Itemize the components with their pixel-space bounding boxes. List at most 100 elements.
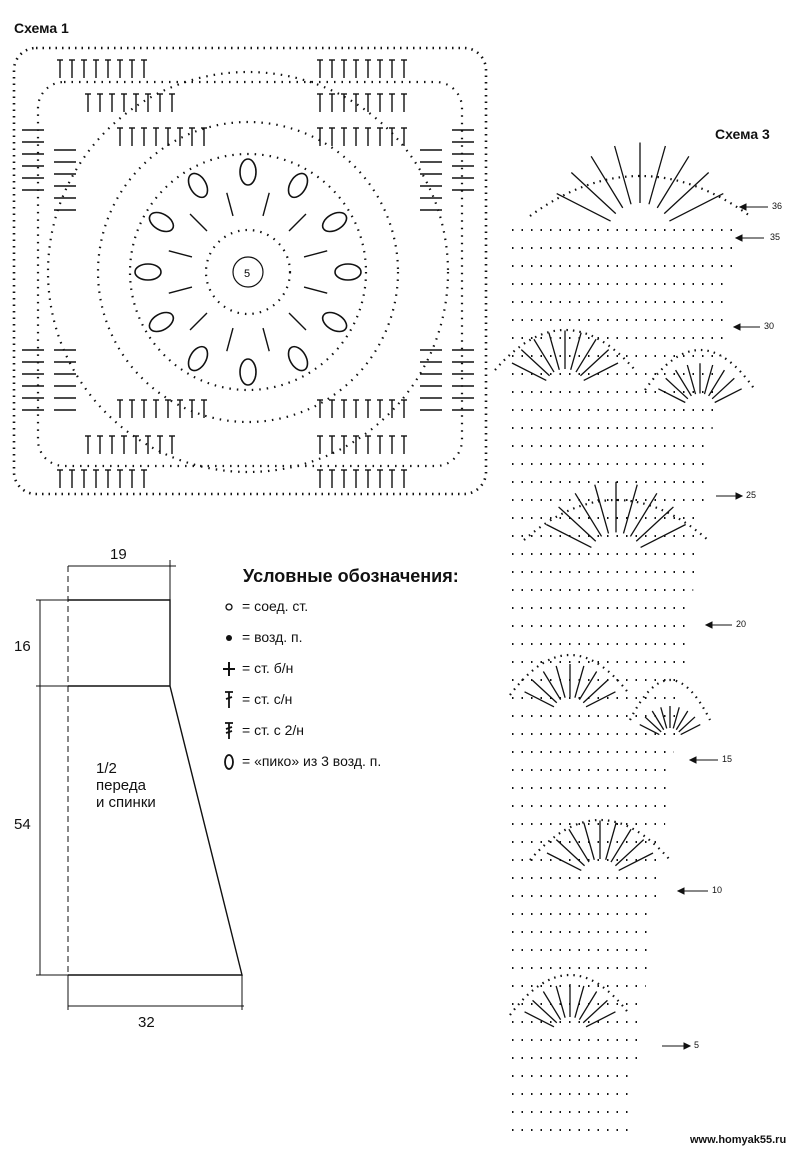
legend-text: = ст. с/н — [242, 691, 293, 707]
stitch-mark — [532, 999, 558, 1024]
stitch-mark — [703, 364, 714, 395]
stitch-mark — [672, 707, 680, 729]
stitch-mark — [288, 213, 307, 232]
picot-icon — [239, 158, 257, 186]
stitch-mark — [605, 822, 617, 860]
legend-item: = ст. б/н — [222, 659, 293, 677]
picot-icon — [321, 311, 348, 333]
dim-width-bottom: 32 — [138, 1014, 155, 1031]
legend-text: = ст. с 2/н — [242, 722, 305, 738]
stitch-mark — [533, 338, 555, 373]
stitch-mark — [542, 671, 562, 700]
legend-text: = «пико» из 3 возд. п. — [242, 753, 382, 769]
stitch-mark — [660, 707, 668, 729]
stitch-mark — [511, 362, 547, 382]
row-arrows — [662, 203, 768, 1050]
treble-crochet-icon — [225, 722, 233, 739]
stitch-mark — [226, 192, 234, 217]
stitch-mark — [644, 716, 662, 733]
stitch-mark — [303, 286, 328, 294]
stitch-mark — [574, 665, 585, 698]
stitch-mark — [678, 716, 696, 733]
row-marker: 20 — [736, 619, 747, 629]
watermark: www.homyak55.ru — [690, 1134, 787, 1146]
dim-height-lower: 54 — [14, 816, 31, 833]
stitch-mark — [558, 506, 597, 542]
pattern-label: 1/2 переда и спинки — [96, 760, 156, 811]
stitch-mark — [168, 250, 193, 258]
picot-icon — [334, 263, 362, 281]
stitch-mark — [568, 828, 590, 863]
stitch-mark — [582, 679, 608, 704]
scheme3-title: Схема 3 — [715, 126, 770, 142]
picot-icon — [134, 263, 162, 281]
picot-icon — [239, 358, 257, 386]
row-marker: 25 — [746, 490, 757, 500]
stitch-mark — [546, 852, 582, 872]
pattern-label-line: 1/2 — [96, 760, 117, 777]
stitch-mark — [168, 286, 193, 294]
single-crochet-icon — [223, 662, 235, 676]
scheme1-stitches — [22, 59, 474, 488]
scheme1-picots — [134, 158, 362, 386]
stitch-mark — [665, 377, 689, 400]
row-marker: 15 — [722, 754, 733, 764]
picot-icon — [148, 311, 175, 333]
legend-text: = возд. п. — [242, 629, 303, 645]
stitch-mark — [303, 250, 328, 258]
stitch-mark — [585, 1011, 616, 1028]
fan-arc — [629, 679, 711, 721]
stitch-mark — [524, 1011, 555, 1028]
stitch-mark — [658, 388, 686, 404]
stitch-mark — [594, 484, 610, 534]
stitch-mark — [629, 492, 658, 537]
row-marker: 10 — [712, 885, 723, 895]
dim-height-upper: 16 — [14, 638, 31, 655]
stitch-mark — [680, 723, 701, 736]
stitch-mark — [635, 506, 674, 542]
stitch-mark — [714, 388, 742, 404]
stitch-mark — [524, 691, 555, 708]
stitch-mark — [648, 145, 667, 205]
scheme1-square — [12, 46, 488, 496]
stitch-mark — [640, 523, 686, 549]
legend-item: = ст. с/н — [222, 690, 292, 708]
stitch-mark — [651, 710, 665, 731]
stitch-mark — [532, 679, 558, 704]
double-crochet-icon — [225, 691, 233, 708]
legend-item: = соед. ст. — [222, 597, 308, 615]
stitch-mark — [614, 839, 645, 867]
stitch-mark — [542, 991, 562, 1020]
stitch-mark — [556, 192, 611, 222]
stitch-mark — [570, 172, 617, 215]
stitch-mark — [656, 155, 690, 209]
dim-width-top: 19 — [110, 546, 127, 563]
picot-icon — [148, 211, 175, 233]
legend-item: = ст. с 2/н — [222, 721, 304, 739]
picot-icon — [287, 172, 309, 199]
stitch-mark — [288, 312, 307, 331]
stitch-mark — [663, 172, 710, 215]
stitch-mark — [639, 723, 660, 736]
pattern-label-line: переда — [96, 777, 146, 794]
row-marker: 35 — [770, 232, 781, 242]
picot-icon — [287, 345, 309, 372]
stitch-mark — [575, 338, 597, 373]
picot-icon — [187, 345, 209, 372]
stitch-mark — [675, 710, 689, 731]
stitch-mark — [579, 349, 610, 377]
stitch-mark — [262, 192, 270, 217]
picot-icon — [224, 754, 234, 770]
stitch-mark — [686, 364, 697, 395]
stitch-mark — [610, 828, 632, 863]
stitch-mark — [578, 991, 598, 1020]
picot-icon — [321, 211, 348, 233]
stitch-mark — [622, 484, 638, 534]
stitch-mark — [555, 665, 566, 698]
stitch-mark — [546, 523, 592, 549]
stitch-mark — [262, 327, 270, 352]
stitch-mark — [555, 839, 586, 867]
